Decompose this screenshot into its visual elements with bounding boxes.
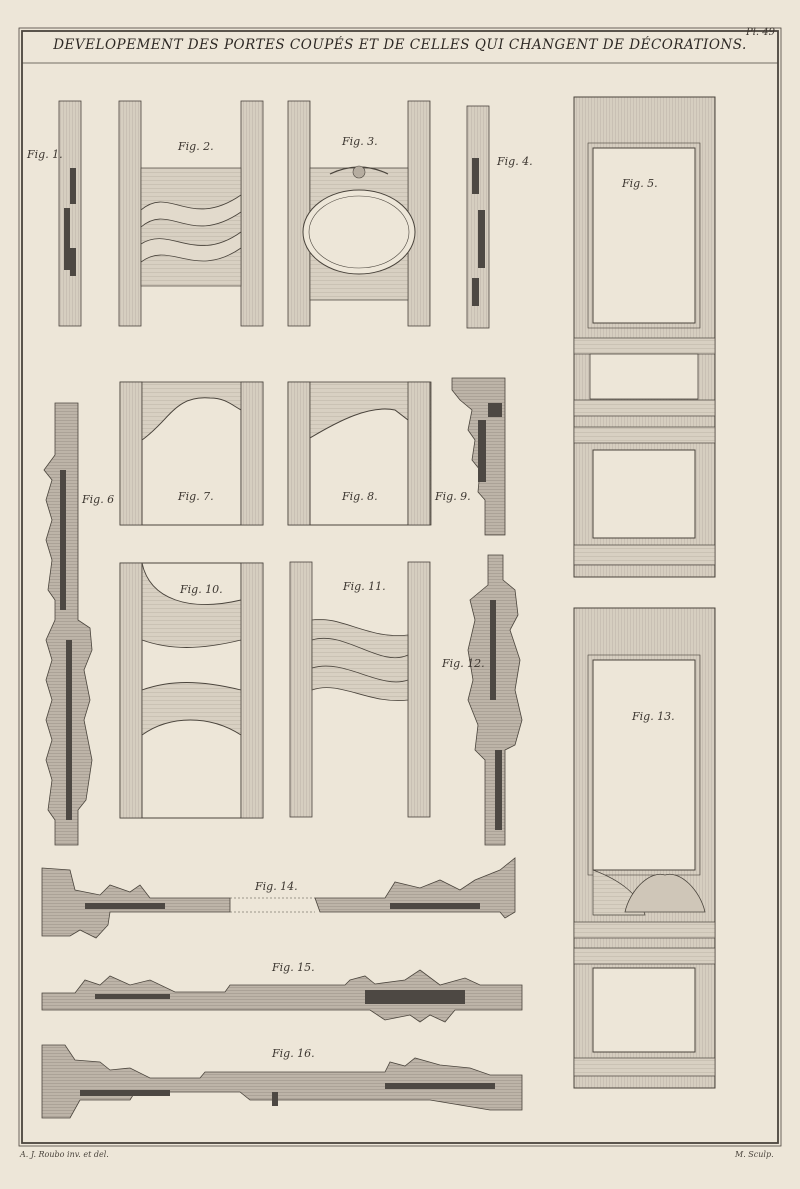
figure-label-12: Fig. 12. <box>442 657 485 670</box>
figure-9-drawing <box>451 377 506 536</box>
figure-8-drawing <box>287 381 432 526</box>
figure-label-5: Fig. 5. <box>622 177 658 190</box>
figure-label-15: Fig. 15. <box>272 961 315 974</box>
figure-16-drawing <box>41 1044 523 1119</box>
figure-10-drawing <box>119 562 264 819</box>
figure-11-drawing <box>289 561 431 818</box>
figure-label-2: Fig. 2. <box>178 140 214 153</box>
figure-14-drawing <box>41 857 516 939</box>
figure-label-8: Fig. 8. <box>342 490 378 503</box>
figure-label-13: Fig. 13. <box>632 710 675 723</box>
figure-3-drawing <box>287 100 431 327</box>
credit-right: M. Sculp. <box>735 1150 774 1159</box>
figure-1-drawing <box>58 100 82 327</box>
figure-label-4: Fig. 4. <box>497 155 533 168</box>
figure-label-3: Fig. 3. <box>342 135 378 148</box>
figure-label-1: Fig. 1. <box>27 148 63 161</box>
figure-label-11: Fig. 11. <box>343 580 386 593</box>
figure-4-drawing <box>466 105 490 329</box>
figure-7-drawing <box>119 381 264 526</box>
plate-title: DEVELOPEMENT DES PORTES COUPÉS ET DE CEL… <box>53 37 747 53</box>
inner-border <box>21 30 779 1144</box>
outer-border <box>18 27 782 1147</box>
figure-2-drawing <box>118 100 264 327</box>
figure-5-drawing <box>573 96 716 578</box>
figure-label-9: Fig. 9. <box>435 490 471 503</box>
credit-left: A. J. Roubo inv. et del. <box>20 1150 109 1159</box>
figure-label-10: Fig. 10. <box>180 583 223 596</box>
figure-label-16: Fig. 16. <box>272 1047 315 1060</box>
figure-label-7: Fig. 7. <box>178 490 214 503</box>
figure-label-6: Fig. 6 <box>82 493 115 506</box>
figure-label-14: Fig. 14. <box>255 880 298 893</box>
plate-number: Pl. 49 <box>746 27 776 38</box>
figure-6-drawing <box>43 402 93 846</box>
figure-12-drawing <box>467 554 523 846</box>
figure-15-drawing <box>41 969 523 1023</box>
figure-13-drawing <box>573 607 716 1089</box>
